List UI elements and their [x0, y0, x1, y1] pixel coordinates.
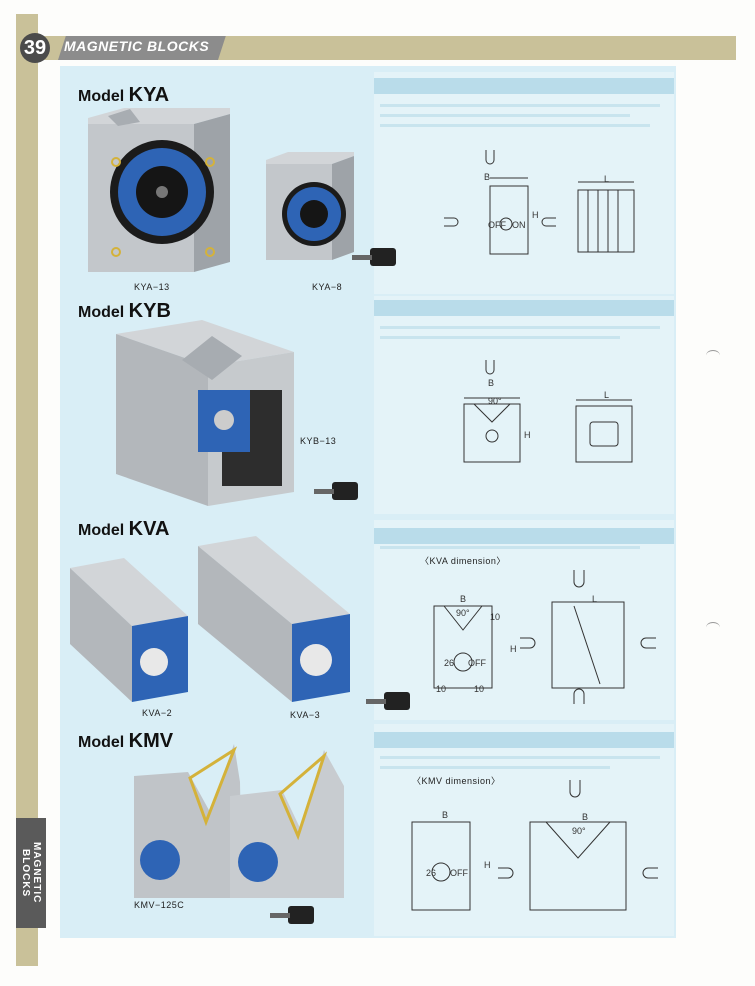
- caption-kya-8: KYA−8: [312, 282, 343, 292]
- model-title-prefix: Model: [78, 734, 129, 751]
- kmv-dimension-drawing: [411, 780, 658, 911]
- dim-label-l: L: [592, 594, 598, 604]
- faint-line: [380, 546, 640, 549]
- kyb-info-panel: [374, 296, 674, 514]
- dim-label-b: B: [460, 594, 467, 604]
- kva-dimension-drawing: [433, 570, 656, 704]
- kya-section-bar: [374, 78, 674, 94]
- model-title-prefix: Model: [78, 304, 129, 321]
- caption-kva-3: KVA−3: [290, 710, 321, 720]
- dim-label-off: OFF: [468, 658, 486, 668]
- handle-key-photo: [366, 692, 410, 710]
- model-code: KYA: [128, 84, 170, 106]
- kyb-section-bar: [374, 300, 674, 316]
- model-title-prefix: Model: [78, 522, 129, 539]
- dim-label-angle: 90°: [572, 826, 586, 836]
- edge-mark: [706, 350, 720, 361]
- dim-label-h: H: [532, 210, 539, 220]
- page-edge-bar: [16, 14, 38, 966]
- kya-dimension-drawing: [444, 150, 635, 255]
- dim-label-b: B: [484, 172, 491, 182]
- kmv-model-title: Model KMV: [78, 730, 173, 753]
- handle-key-photo: [270, 906, 314, 924]
- kmv-info-panel: [374, 724, 674, 936]
- faint-line: [380, 104, 660, 107]
- handle-key-photo: [314, 482, 358, 500]
- caption-kmv-125c: KMV−125C: [134, 900, 185, 910]
- dim-label-ten: 10: [436, 684, 447, 694]
- dim-label-ten: 10: [490, 612, 501, 622]
- dim-label-angle: 90°: [488, 396, 502, 406]
- faint-line: [380, 124, 650, 127]
- side-tab-label: MAGNETIC BLOCKS: [20, 842, 42, 904]
- kva-model-title: Model KVA: [78, 518, 169, 541]
- dim-label-on: ON: [512, 220, 526, 230]
- caption-kya-13: KYA−13: [134, 282, 170, 292]
- dim-label-twenty-six: 26: [426, 868, 437, 878]
- faint-line: [380, 326, 660, 329]
- kya-13-photo: [88, 108, 230, 272]
- faint-line: [380, 336, 620, 339]
- model-code: KYB: [128, 300, 171, 322]
- dim-label-b: B: [488, 378, 495, 388]
- kmv-dimension-label: 〈KMV dimension〉: [412, 776, 501, 786]
- dim-label-ten: 10: [474, 684, 485, 694]
- page-number: 39: [20, 33, 50, 63]
- kmv-125c-photo: [134, 744, 344, 898]
- header-title: MAGNETIC BLOCKS: [64, 38, 210, 54]
- kyb-13-photo: [116, 320, 294, 506]
- edge-mark: [706, 622, 720, 633]
- dim-label-b: B: [442, 810, 449, 820]
- kva-2-photo: [70, 558, 188, 702]
- kmv-section-bar: [374, 732, 674, 748]
- kyb-dimension-drawing: [463, 360, 633, 463]
- dim-label-off: OFF: [450, 868, 468, 878]
- kya-info-panel: [374, 72, 674, 294]
- side-tab: MAGNETIC BLOCKS: [16, 818, 46, 928]
- kya-model-title: Model KYA: [78, 84, 169, 107]
- dim-label-l: L: [604, 390, 610, 400]
- dim-label-angle: 90°: [456, 608, 470, 618]
- faint-line: [380, 114, 630, 117]
- dim-label-b: B: [582, 812, 589, 822]
- dim-label-h: H: [484, 860, 491, 870]
- kva-3-photo: [198, 536, 350, 702]
- faint-line: [380, 766, 610, 769]
- caption-kyb-13: KYB−13: [300, 436, 337, 446]
- kva-dimension-label: 〈KVA dimension〉: [420, 556, 506, 566]
- model-code: KVA: [128, 518, 170, 540]
- kyb-model-title: Model KYB: [78, 300, 171, 323]
- dim-label-twenty-six: 26: [444, 658, 455, 668]
- model-title-prefix: Model: [78, 88, 129, 105]
- dim-label-l: L: [604, 174, 610, 184]
- kya-8-photo: [266, 152, 354, 260]
- model-code: KMV: [128, 730, 174, 752]
- kva-section-bar: [374, 528, 674, 544]
- caption-kva-2: KVA−2: [142, 708, 173, 718]
- dim-label-h: H: [524, 430, 531, 440]
- handle-key-photo: [352, 248, 396, 266]
- faint-line: [380, 756, 660, 759]
- dim-label-h: H: [510, 644, 517, 654]
- dim-label-off: OFF: [488, 220, 506, 230]
